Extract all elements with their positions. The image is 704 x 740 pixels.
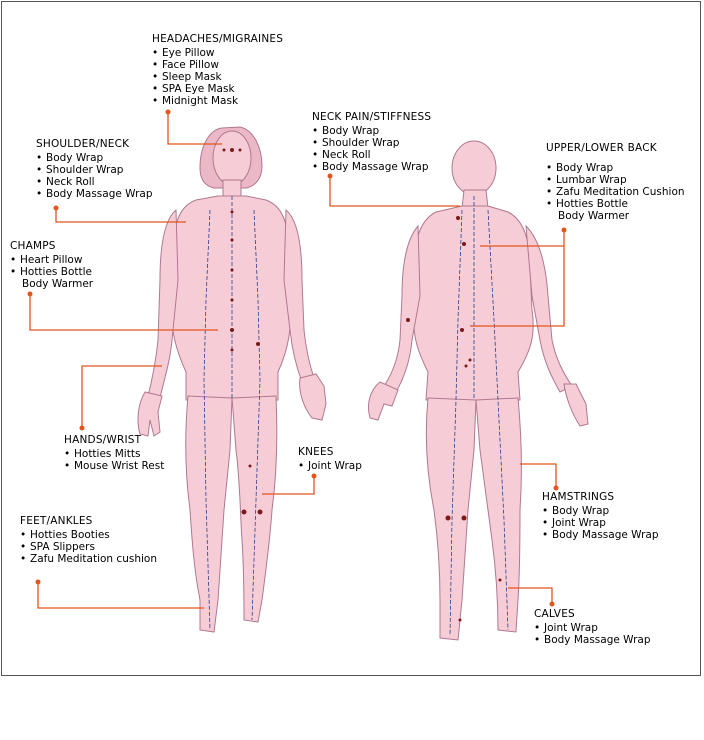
product-list: Body Wrap Joint Wrap Body Massage Wrap [542,505,659,541]
front-figure [137,126,327,633]
group-title: NECK PAIN/STIFFNESS [312,111,432,123]
list-item[interactable]: Body Massage Wrap [36,188,153,200]
group-title: HEADACHES/MIGRAINES [152,33,284,45]
front-torso [171,195,291,401]
front-head [212,130,252,186]
back-right-arm [525,224,573,393]
group-calves: CALVES Joint Wrap Body Massage Wrap [534,608,651,646]
meridian-lines [203,196,509,637]
list-item[interactable]: Face Pillow [152,59,283,71]
group-title: KNEES [298,446,334,458]
list-item[interactable]: Body Massage Wrap [312,161,431,173]
list-item[interactable]: Eye Pillow [152,47,283,59]
list-item[interactable]: Joint Wrap [542,517,659,529]
back-left-arm [383,224,421,393]
list-item[interactable]: Body Wrap [312,125,431,137]
list-item[interactable]: Body Massage Wrap [534,634,651,646]
group-title: HANDS/WRIST [64,434,142,446]
list-item[interactable]: Hotties Mitts [64,448,164,460]
group-title: UPPER/LOWER BACK [546,142,657,154]
front-left-leg [185,395,233,633]
acupoints [222,148,502,622]
back-right-hand [563,383,589,427]
group-neck: NECK PAIN/STIFFNESS Body Wrap Shoulder W… [312,111,431,173]
product-list: Joint Wrap Body Massage Wrap [534,622,651,646]
group-shoulder: SHOULDER/NECK Body Wrap Shoulder Wrap Ne… [36,138,153,200]
list-item[interactable]: Neck Roll [36,176,153,188]
product-list: Joint Wrap [298,460,362,472]
group-hamstrings: HAMSTRINGS Body Wrap Joint Wrap Body Mas… [542,491,659,541]
list-item[interactable]: Hotties Bottle [10,266,93,278]
product-list: Heart Pillow Hotties Bottle Body Warmer [10,254,93,290]
back-right-leg [475,397,522,633]
list-item[interactable]: Heart Pillow [10,254,93,266]
front-left-hand [137,391,163,437]
group-feet: FEET/ANKLES Hotties Booties SPA Slippers… [20,515,157,565]
front-neck [222,179,242,199]
back-neck [461,189,489,209]
list-item[interactable]: Joint Wrap [534,622,651,634]
group-title: CALVES [534,608,575,620]
group-headaches: HEADACHES/MIGRAINES Eye Pillow Face Pill… [152,33,283,107]
leader-lines [27,109,567,609]
front-right-hand [299,373,327,421]
list-item[interactable]: Hotties Bottle [546,198,685,210]
group-title: FEET/ANKLES [20,515,93,527]
list-item[interactable]: Body Wrap [36,152,153,164]
group-hands: HANDS/WRIST Hotties Mitts Mouse Wrist Re… [64,434,164,472]
list-item[interactable]: Joint Wrap [298,460,362,472]
list-item-continuation[interactable]: Body Warmer [558,210,630,222]
list-item[interactable]: Mouse Wrist Rest [64,460,164,472]
front-left-arm [147,208,179,399]
product-list: Body Wrap Shoulder Wrap Neck Roll Body M… [312,125,431,173]
list-item[interactable]: Body Wrap [542,505,659,517]
list-item[interactable]: Zafu Meditation cushion [20,553,157,565]
group-champs: CHAMPS Heart Pillow Hotties Bottle Body … [10,240,93,290]
product-list: Body Wrap Lumbar Wrap Zafu Meditation Cu… [546,162,685,222]
list-item[interactable]: Hotties Booties [20,529,157,541]
group-title: SHOULDER/NECK [36,138,130,150]
list-item[interactable]: SPA Slippers [20,541,157,553]
list-item[interactable]: Zafu Meditation Cushion [546,186,685,198]
group-title: CHAMPS [10,240,56,252]
list-item[interactable]: Neck Roll [312,149,431,161]
list-item[interactable]: Body Massage Wrap [542,529,659,541]
list-item-continuation[interactable]: Body Warmer [22,278,94,290]
back-head [451,140,497,196]
front-right-arm [283,208,315,383]
list-item[interactable]: Shoulder Wrap [312,137,431,149]
back-torso [413,205,534,401]
product-list: Eye Pillow Face Pillow Sleep Mask SPA Ey… [152,47,283,107]
list-item[interactable]: Body Wrap [546,162,685,174]
back-left-leg [425,397,477,641]
group-back: UPPER/LOWER BACK Body Wrap Lumbar Wrap Z… [546,142,685,222]
list-item[interactable]: Shoulder Wrap [36,164,153,176]
group-title: HAMSTRINGS [542,491,615,503]
list-item[interactable]: SPA Eye Mask [152,83,283,95]
product-list: Hotties Booties SPA Slippers Zafu Medita… [20,529,157,565]
list-item[interactable]: Lumbar Wrap [546,174,685,186]
back-left-hand [367,381,399,421]
group-knees: KNEES Joint Wrap [298,446,362,472]
front-right-leg [231,395,278,623]
list-item[interactable]: Sleep Mask [152,71,283,83]
product-list: Body Wrap Shoulder Wrap Neck Roll Body M… [36,152,153,200]
list-item[interactable]: Midnight Mask [152,95,283,107]
product-list: Hotties Mitts Mouse Wrist Rest [64,448,164,472]
back-figure [367,140,589,641]
